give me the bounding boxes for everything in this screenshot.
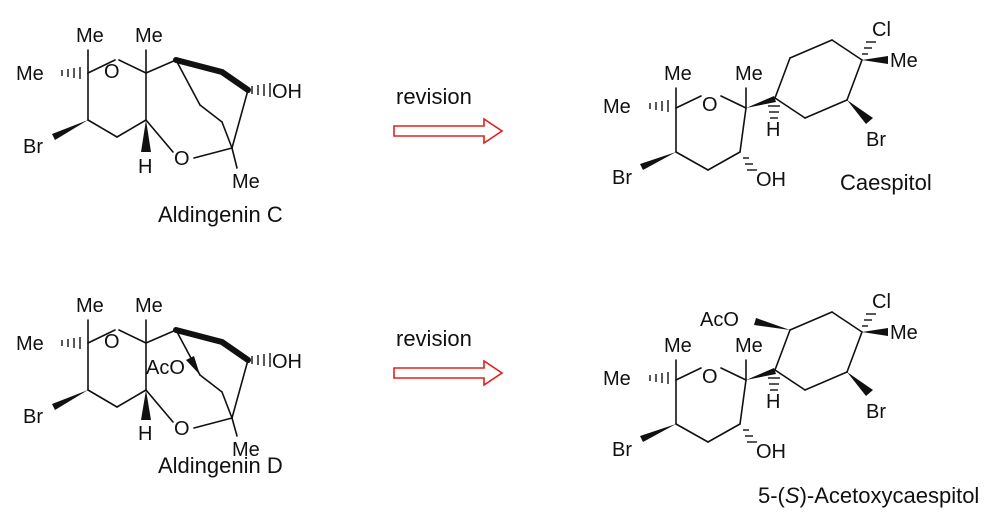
atom-me-top2: Me [135,25,163,47]
compound-name-aldingenin-c: Aldingenin C [158,202,283,227]
atom-o-ring: O [702,366,718,388]
atom-oh: OH [272,81,302,103]
compound-name-aldingenin-d: Aldingenin D [158,453,283,478]
compound-name-5-s-acetoxycaespitol: 5-(S)-Acetoxycaespitol [758,483,979,508]
atom-h: H [766,391,780,413]
structure-caespitol: Cl Me Me Me Me O H Br Br OH Caespitol [603,19,932,195]
name-prefix: 5-( [758,483,786,508]
atom-br-left: Br [612,439,632,461]
atom-br-right: Br [866,401,886,423]
atom-me-left: Me [603,368,631,390]
atom-me-left: Me [16,333,44,355]
atom-oh: OH [756,169,786,191]
atom-me-top2: Me [735,63,763,85]
atom-h: H [766,119,780,141]
atom-me-top1: Me [664,63,692,85]
atom-br-left: Br [612,167,632,189]
arrow-label: revision [396,84,472,109]
arrow-label: revision [396,326,472,351]
atom-me-top1: Me [664,335,692,357]
arrow-revision-2: revision [393,326,504,387]
structure-aldingenin-d: Me Me Me O AcO OH Me Br H O Aldingenin D [16,295,302,478]
atom-o-bridge: O [174,148,190,170]
atom-h: H [138,423,152,445]
atom-me-cl: Me [890,322,918,344]
hollow-arrow [393,117,504,145]
name-stereo: S [785,483,800,508]
atom-me-right: Me [232,439,260,461]
atom-me-right: Me [232,171,260,193]
atom-o-ring: O [702,94,718,116]
atom-oh: OH [756,441,786,463]
atom-cl: Cl [872,19,891,41]
atom-me-top1: Me [76,25,104,47]
atom-o-ring: O [104,331,120,353]
atom-br: Br [23,406,43,428]
atom-me-left: Me [603,96,631,118]
atom-h: H [138,156,152,178]
atom-me-top1: Me [76,295,104,317]
atom-me-top2: Me [735,335,763,357]
atom-cl: Cl [872,291,891,313]
atom-oh: OH [272,351,302,373]
atom-me-left: Me [16,63,44,85]
atom-br-right: Br [866,129,886,151]
structure-aldingenin-c: Me Me Me O O OH Me Br H Aldingenin C [16,25,302,227]
structure-5-s-acetoxycaespitol: AcO Cl Me Me Me Me O H Br Br OH 5-(S)-Ac… [603,291,979,508]
atom-aco: AcO [700,309,739,331]
compound-name-caespitol: Caespitol [840,170,932,195]
atom-o-ring: O [104,61,120,83]
atom-me-top2: Me [135,295,163,317]
atom-me-cl: Me [890,50,918,72]
name-suffix: )-Acetoxycaespitol [800,483,980,508]
hollow-arrow [393,359,504,387]
atom-br: Br [23,136,43,158]
arrow-revision-1: revision [393,84,504,145]
atom-o-bridge: O [174,418,190,440]
atom-aco: AcO [146,357,185,379]
